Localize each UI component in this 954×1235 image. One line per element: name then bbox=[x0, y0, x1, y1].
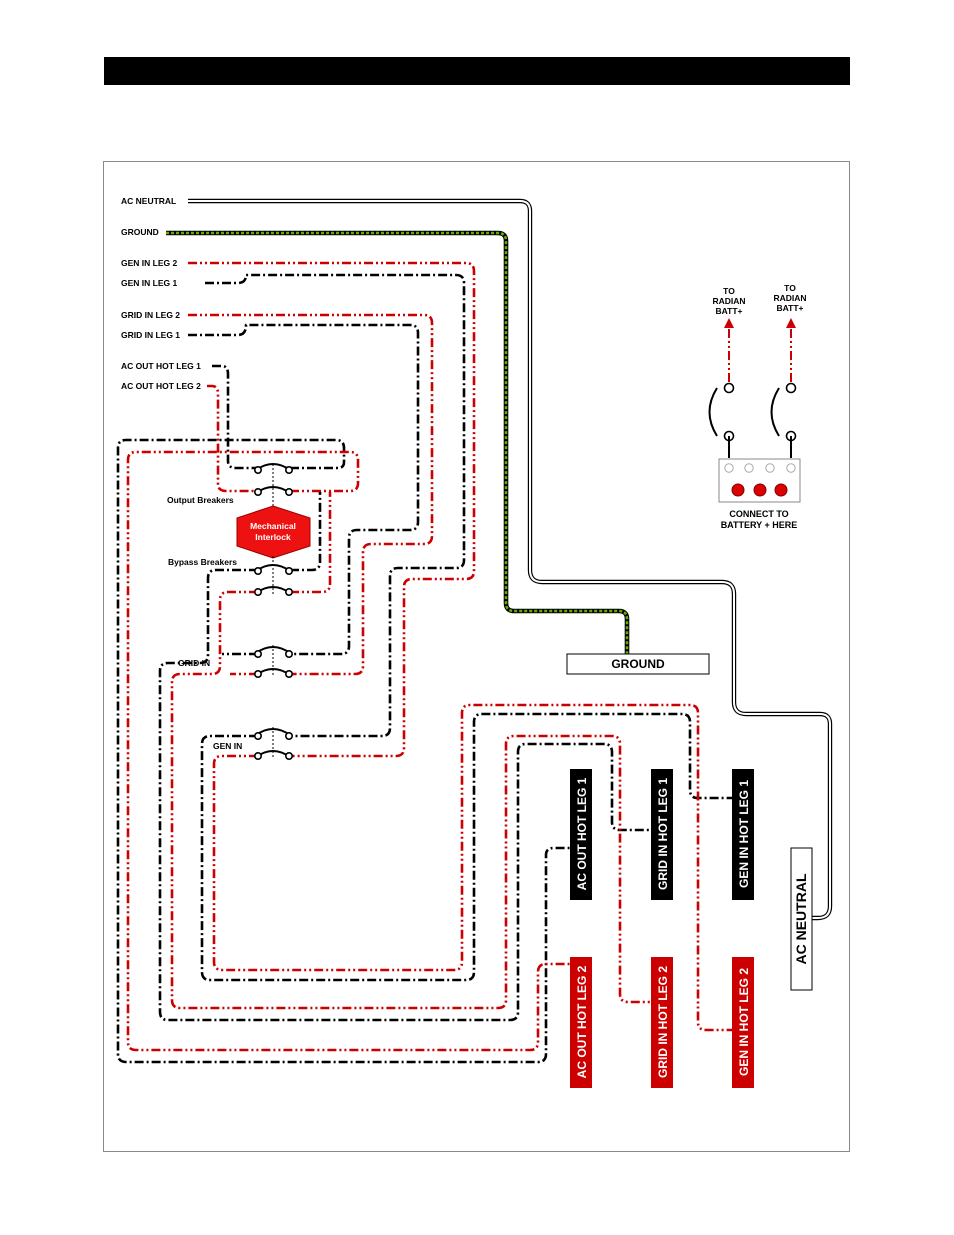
gen-in-leg2-wire bbox=[188, 261, 476, 758]
label-ground: GROUND bbox=[121, 227, 159, 237]
interlock-label-1: Mechanical bbox=[250, 521, 296, 531]
label-grid-in-leg2: GRID IN LEG 2 bbox=[121, 310, 180, 320]
output-leg1-loop bbox=[116, 438, 570, 1064]
grid-in-breakers bbox=[254, 645, 293, 678]
label-ac-out-hot-leg2: AC OUT HOT LEG 2 bbox=[121, 381, 201, 391]
to-radian-2-line2: RADIAN bbox=[773, 293, 806, 303]
terminal-grid-in-hot-leg2-label: GRID IN HOT LEG 2 bbox=[656, 966, 670, 1078]
terminal-ac-neutral-label: AC NEUTRAL bbox=[793, 873, 809, 964]
label-ac-neutral: AC NEUTRAL bbox=[121, 196, 176, 206]
bypass-leg1-link bbox=[290, 492, 322, 572]
label-grid-in-leg1: GRID IN LEG 1 bbox=[121, 330, 180, 340]
ground-wire bbox=[166, 230, 630, 654]
diagram-frame bbox=[103, 161, 850, 1152]
mechanical-interlock-icon: Mechanical Interlock bbox=[236, 505, 311, 559]
output-breakers bbox=[254, 463, 293, 512]
terminal-grid-in-hot-leg2: GRID IN HOT LEG 2 bbox=[651, 957, 673, 1088]
gen-in-breakers bbox=[254, 727, 293, 760]
terminal-gen-in-hot-leg1: GEN IN HOT LEG 1 bbox=[732, 769, 754, 900]
terminal-gen-in-hot-leg2-label: GEN IN HOT LEG 2 bbox=[737, 968, 751, 1076]
label-ac-out-hot-leg1: AC OUT HOT LEG 1 bbox=[121, 361, 201, 371]
bypass-breakers-label: Bypass Breakers bbox=[168, 557, 237, 567]
ground-terminal-label: GROUND bbox=[611, 657, 665, 671]
grid-in-breaker-label: GRID IN bbox=[178, 658, 210, 668]
bypass-leg2-link bbox=[290, 492, 332, 594]
battery-section: TO RADIAN BATT+ TO RADIAN BATT+ CONNECT … bbox=[708, 283, 807, 530]
output-breakers-label: Output Breakers bbox=[167, 495, 234, 505]
interlock-label-2: Interlock bbox=[255, 532, 291, 542]
label-gen-in-leg2: GEN IN LEG 2 bbox=[121, 258, 177, 268]
terminal-grid-in-hot-leg1: GRID IN HOT LEG 1 bbox=[651, 769, 673, 900]
terminal-grid-in-hot-leg1-label: GRID IN HOT LEG 1 bbox=[656, 778, 670, 890]
ac-out-hot-leg1-wire bbox=[212, 364, 258, 470]
terminal-gen-in-hot-leg2: GEN IN HOT LEG 2 bbox=[732, 957, 754, 1088]
bypass-leg2-left bbox=[170, 590, 650, 1010]
to-radian-1-line1: TO bbox=[723, 286, 735, 296]
bypass-breakers bbox=[254, 556, 293, 596]
label-gen-in-leg1: GEN IN LEG 1 bbox=[121, 278, 177, 288]
grid-in-leg1-wire bbox=[188, 323, 420, 656]
gen-in-breaker-leg2-loop bbox=[212, 703, 732, 1032]
output-leg2-loop bbox=[126, 450, 570, 1052]
ac-neutral-wire bbox=[188, 198, 833, 921]
arrow-up-icon bbox=[724, 318, 734, 328]
arrow-up-icon bbox=[786, 318, 796, 328]
gen-in-breaker-label: GEN IN bbox=[213, 741, 242, 751]
terminal-gen-in-hot-leg1-label: GEN IN HOT LEG 1 bbox=[737, 780, 751, 888]
connect-line2: BATTERY + HERE bbox=[721, 520, 798, 530]
ground-terminal bbox=[566, 653, 710, 675]
connect-line1: CONNECT TO bbox=[729, 509, 788, 519]
terminal-ac-out-hot-leg1: AC OUT HOT LEG 1 bbox=[570, 769, 592, 900]
terminal-ac-out-hot-leg2-label: AC OUT HOT LEG 2 bbox=[575, 965, 589, 1078]
to-radian-2-line1: TO bbox=[784, 283, 796, 293]
grid-in-leg2-wire bbox=[188, 313, 434, 676]
terminal-ac-out-hot-leg1-label: AC OUT HOT LEG 1 bbox=[575, 777, 589, 890]
to-radian-1-line3: BATT+ bbox=[716, 306, 743, 316]
ac-out-hot-leg2-wire bbox=[207, 384, 258, 493]
to-radian-2-line3: BATT+ bbox=[777, 303, 804, 313]
title-bar bbox=[104, 57, 850, 85]
to-radian-1-line2: RADIAN bbox=[712, 296, 745, 306]
gen-in-breaker-leg1-loop bbox=[200, 712, 732, 982]
terminal-ac-out-hot-leg2: AC OUT HOT LEG 2 bbox=[570, 957, 592, 1088]
terminal-ac-neutral: AC NEUTRAL bbox=[790, 847, 813, 991]
gen-in-leg1-wire bbox=[205, 273, 466, 738]
